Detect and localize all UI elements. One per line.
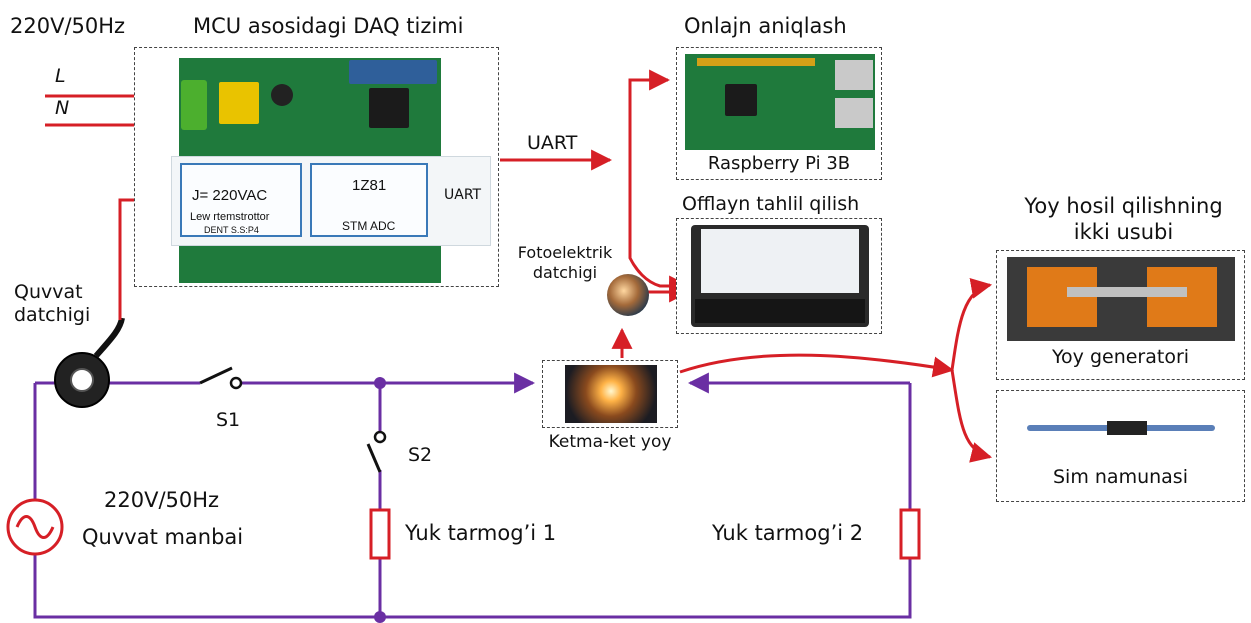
usb-port-2 <box>835 98 873 128</box>
capacitor <box>271 84 293 106</box>
daq-box: J= 220VAC Lew rtemstrottor DENT S.S:P4 1… <box>134 47 499 287</box>
laptop-photo <box>691 225 869 327</box>
methods-title-line2: ikki usubi <box>1073 220 1174 244</box>
online-title: Onlajn aniqlash <box>684 14 847 38</box>
inner-uart-label: UART <box>444 187 482 203</box>
adc-symbol: 1Z81 <box>352 177 387 194</box>
source-label-line2: Quvvat manbai <box>82 525 244 549</box>
generator-right-clamp <box>1147 267 1217 327</box>
gpio-header <box>697 58 815 66</box>
stm-adc-block: 1Z81 STM ADC <box>310 163 428 237</box>
adc-label: STM ADC <box>342 219 396 233</box>
arc-photo <box>565 365 657 423</box>
laptop-keyboard <box>695 299 865 323</box>
s1-label: S1 <box>216 409 241 431</box>
line-l-label: L <box>55 65 66 87</box>
methods-title-line1: Yoy hosil qilishning <box>1024 194 1223 218</box>
methods-fork <box>950 278 993 371</box>
source-label-line1: 220V/50Hz <box>104 488 220 512</box>
switch-s1 <box>199 366 243 390</box>
current-sensor-label-line1: Quvvat <box>14 281 83 303</box>
arc-to-methods <box>679 353 955 378</box>
wire-sample-photo <box>1017 397 1225 459</box>
load2-label: Yuk tarmog’i 2 <box>712 521 864 545</box>
uart-to-offline <box>628 160 691 297</box>
supply-voltage-label: 220V/50Hz <box>10 14 126 38</box>
arc-caption: Ketma-ket yoy <box>548 432 672 452</box>
uart-label: UART <box>527 132 578 154</box>
display-module <box>349 60 437 84</box>
photo-sensor-image <box>607 274 649 316</box>
sample-box: Sim namunasi <box>996 390 1245 502</box>
raspberry-pi-photo <box>685 54 875 150</box>
raspberry-caption: Raspberry Pi 3B <box>707 153 851 174</box>
line-n-label: N <box>55 97 70 119</box>
block1-line2: Lew rtemstrottor <box>190 211 270 223</box>
block1-line1: J= 220VAC <box>192 187 268 204</box>
laptop-screen <box>701 229 859 293</box>
methods-fork-lower <box>950 369 993 463</box>
offline-title: Offlayn tahlil qilish <box>682 193 860 215</box>
load1-label: Yuk tarmog’i 1 <box>405 521 557 545</box>
photo-sensor-label-line2: datchigi <box>532 263 598 282</box>
soc-chip <box>725 84 757 116</box>
transformer <box>219 82 259 124</box>
generator-left-clamp <box>1027 267 1097 327</box>
mcu-chip <box>369 88 409 128</box>
online-box: Raspberry Pi 3B <box>676 47 882 180</box>
current-sensor-ring <box>54 317 125 408</box>
sample-caption: Sim namunasi <box>1053 466 1188 488</box>
switch-s2 <box>366 430 387 473</box>
signal-wiring <box>45 69 993 463</box>
generator-caption: Yoy generatori <box>1051 346 1190 368</box>
terminal-block <box>181 80 207 130</box>
usb-port-1 <box>835 60 873 90</box>
s2-label: S2 <box>408 444 433 466</box>
load1-resistor <box>369 508 391 560</box>
ac-source-symbol <box>6 498 64 556</box>
arc-generator-photo <box>1007 257 1235 341</box>
block1-line3: DENT S.S:P4 <box>204 225 259 235</box>
generator-rod <box>1067 287 1187 297</box>
current-sensor-label-line2: datchigi <box>14 304 91 326</box>
node-bottom <box>374 611 386 623</box>
generator-box: Yoy generatori <box>996 250 1245 380</box>
load2-resistor <box>899 508 921 560</box>
wire-sample-sleeve <box>1107 421 1147 435</box>
daq-title: MCU asosidagi DAQ tizimi <box>193 14 464 38</box>
photo-sensor-label-line1: Fotoelektrik <box>517 243 613 262</box>
node-top <box>374 377 386 389</box>
uart-to-online <box>628 69 671 160</box>
arc-box <box>542 360 678 428</box>
daq-block-diagram-panel: J= 220VAC Lew rtemstrottor DENT S.S:P4 1… <box>171 156 491 246</box>
sensor-conditioning-block: J= 220VAC Lew rtemstrottor DENT S.S:P4 <box>180 163 302 237</box>
offline-box <box>676 218 882 334</box>
